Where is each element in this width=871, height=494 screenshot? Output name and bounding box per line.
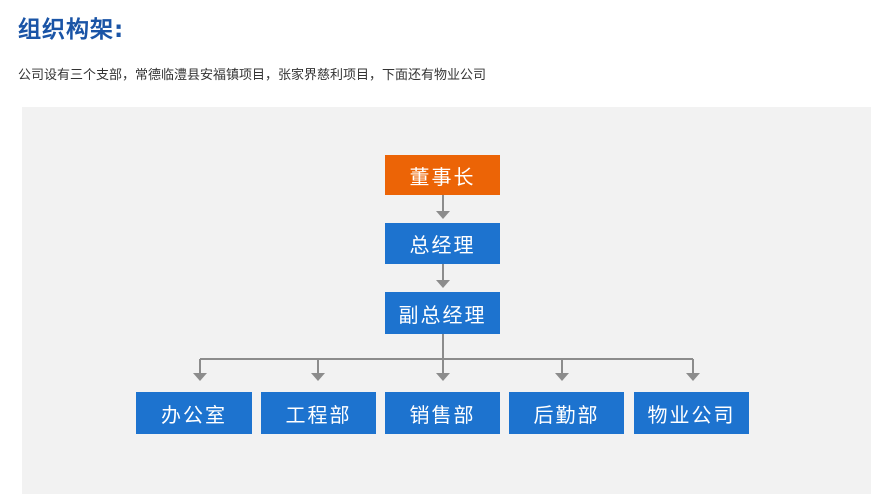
department-box-logistics: 后勤部: [509, 392, 624, 434]
department-box-sales: 销售部: [385, 392, 500, 434]
deputy-general-manager-box: 副总经理: [385, 292, 500, 334]
arrow-dept-5: [686, 373, 700, 381]
page-title: 组织构架:: [18, 17, 125, 43]
arrow-gm: [436, 211, 450, 219]
intro-text: 公司设有三个支部，常德临澧县安福镇项目，张家界慈利项目，下面还有物业公司: [18, 68, 487, 83]
arrow-deputy: [436, 280, 450, 288]
arrow-dept-2: [311, 373, 325, 381]
department-box-engineering: 工程部: [261, 392, 376, 434]
arrow-dept-4: [555, 373, 569, 381]
arrow-dept-1: [193, 373, 207, 381]
department-box-office: 办公室: [136, 392, 252, 434]
department-box-property: 物业公司: [634, 392, 749, 434]
arrow-dept-3: [436, 373, 450, 381]
chairman-box: 董事长: [385, 155, 500, 195]
general-manager-box: 总经理: [385, 223, 500, 264]
